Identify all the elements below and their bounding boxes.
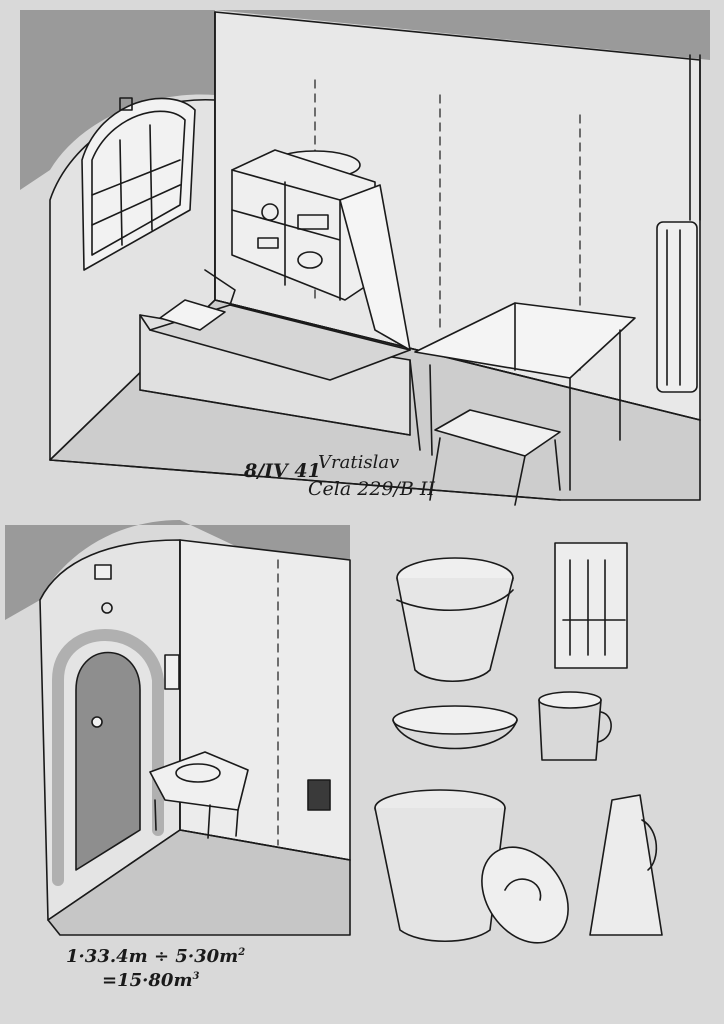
date-caption: 8/IV 41 bbox=[244, 460, 321, 482]
cutlery-rack bbox=[554, 542, 628, 669]
vent-grate bbox=[307, 779, 331, 811]
brick-arch bbox=[52, 629, 164, 886]
vault-shadow bbox=[20, 10, 710, 190]
radiator bbox=[656, 54, 701, 393]
area-caption: 1·33.4m ÷ 5·30m2 bbox=[66, 946, 245, 967]
cell-caption: Cela 229/B II bbox=[308, 478, 435, 500]
area-text: 1·33.4m ÷ 5·30m bbox=[66, 946, 239, 967]
bed bbox=[139, 269, 421, 451]
chamber-pot bbox=[374, 789, 506, 943]
jug bbox=[589, 794, 663, 936]
mug bbox=[538, 691, 612, 761]
area-unit-exponent: 2 bbox=[238, 947, 246, 958]
cell-door-scene bbox=[5, 520, 351, 936]
table bbox=[414, 302, 636, 491]
wall-cabinet bbox=[231, 149, 411, 351]
volume-unit-exponent: 3 bbox=[192, 971, 200, 982]
city-caption: Vratislav bbox=[318, 452, 400, 473]
bucket bbox=[396, 557, 514, 683]
volume-caption: =15·80m3 bbox=[102, 970, 199, 991]
door-floor bbox=[47, 829, 351, 936]
wash-basin bbox=[392, 705, 518, 750]
stool bbox=[429, 409, 561, 506]
side-wall bbox=[179, 539, 351, 861]
cell-interior-scene bbox=[20, 10, 710, 506]
corner-toilet bbox=[149, 751, 249, 811]
volume-text: =15·80m bbox=[102, 970, 193, 991]
door-scene-shadow bbox=[5, 520, 350, 620]
chamber-pot-lid bbox=[481, 846, 569, 944]
arched-window bbox=[81, 97, 196, 271]
